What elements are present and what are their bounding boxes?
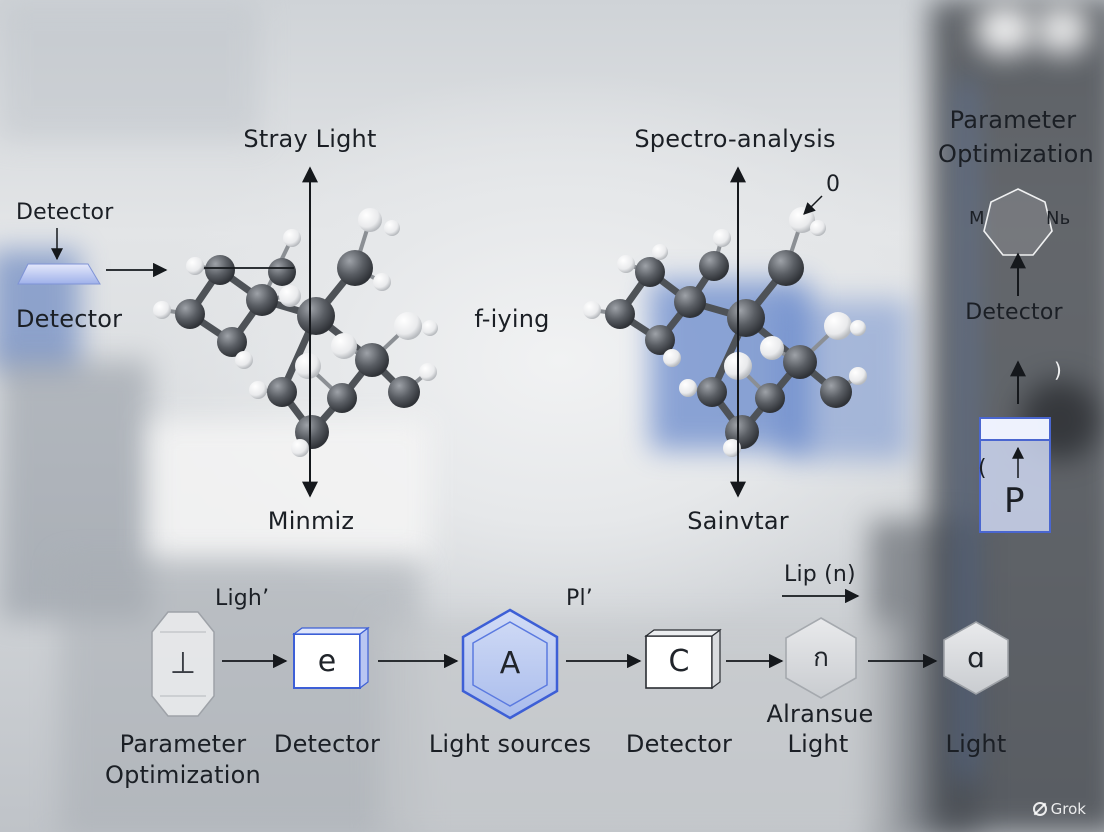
flow-step-3-label: Light sources [429,732,591,756]
heptagon-left-label: M [969,210,985,228]
flow-step-5-label-line2: Light [788,732,849,756]
flow-step-1-label-line1: Parameter [120,732,247,756]
detector-label-left: Detector [16,307,122,331]
side-mark-right: ) [1054,360,1062,380]
molecule-left [153,208,438,457]
flow-shapes [152,610,1008,718]
right-panel-title-line1: Parameter [950,108,1077,132]
flow-step-6-label: Light [946,732,1007,756]
heptagon-right-label: Nь [1046,210,1070,228]
right-panel-title-line2: Optimization [938,142,1094,166]
heptagon-node [984,189,1052,255]
light-source-hexagon-icon: A [500,649,521,679]
cuvette-side-mark: ( [978,458,987,480]
middle-label: f-iying [474,307,549,331]
molecule-right [583,207,867,457]
detector-label-top-left: Detector [16,202,113,224]
flow-step-1-label-line2: Optimization [105,763,261,787]
detector-label-right: Detector [965,302,1062,324]
flow-label-above-3: Pl’ [566,588,593,610]
detector-cube-icon: e [318,647,336,677]
flow-arrow-label: Lip (n) [784,564,856,586]
hexagon-node-icon: ก [813,645,829,671]
cuvette-letter: P [1004,484,1025,518]
watermark-text: Grok [1051,800,1086,818]
minmiz-label: Minmiz [268,509,354,533]
grok-logo-icon [1033,802,1047,816]
detector-cube-icon-2: C [669,647,690,677]
spectro-analysis-label: Spectro-analysis [634,127,835,151]
crystal-icon: ⊥ [170,649,196,679]
stray-light-label: Stray Light [243,127,376,151]
flow-step-4-label: Detector [626,732,732,756]
flow-step-5-label-line1: Alransue [767,702,874,726]
flow-label-above-1: Ligh’ [215,588,269,610]
annotation-zero: 0 [826,174,840,196]
sainvtar-label: Sainvtar [687,509,789,533]
detector-prism-shape [18,264,100,284]
grok-watermark: Grok [1033,800,1086,818]
hexagon-node-icon-2: ɑ [967,644,985,672]
flow-step-2-label: Detector [274,732,380,756]
